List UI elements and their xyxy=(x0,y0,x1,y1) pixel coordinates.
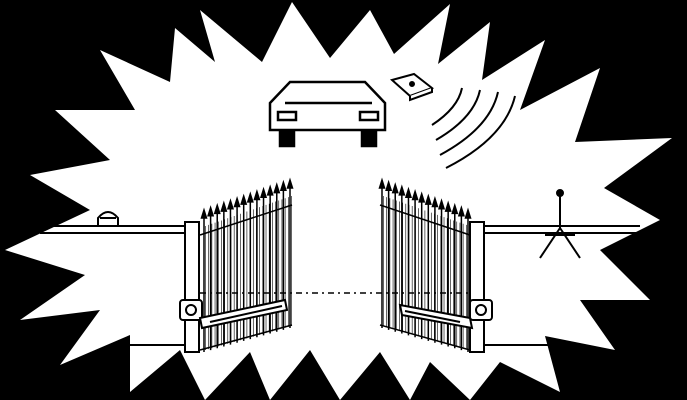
right-gate-post xyxy=(470,222,484,352)
starburst-background xyxy=(5,2,672,400)
flashing-lamp-icon xyxy=(98,212,118,226)
left-gate-post xyxy=(185,222,199,352)
